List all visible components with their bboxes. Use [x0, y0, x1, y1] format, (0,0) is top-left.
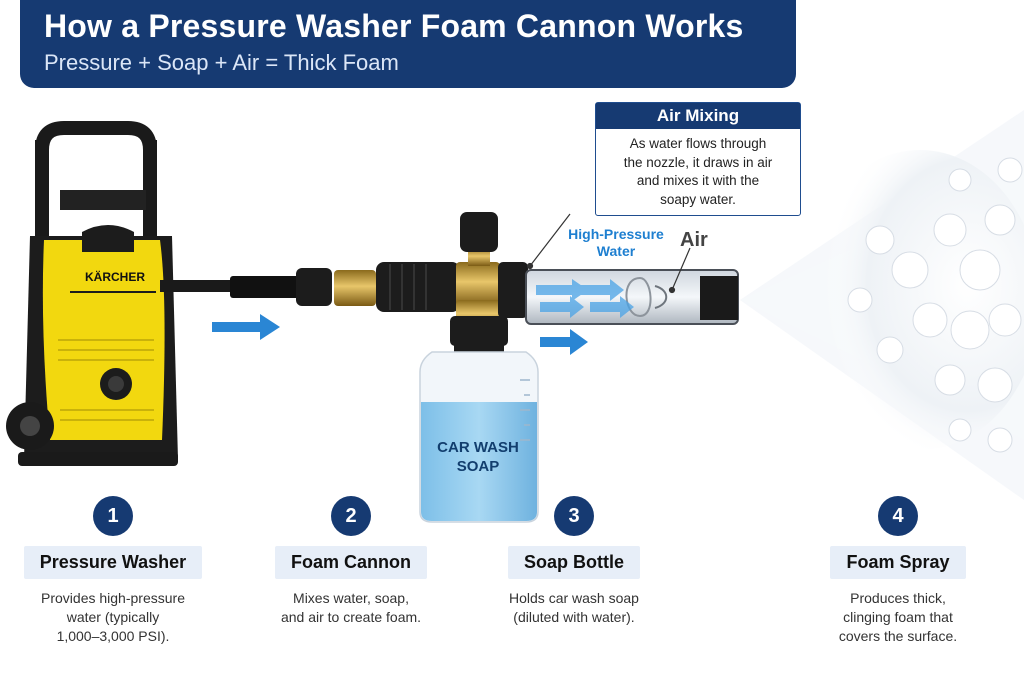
high-pressure-line: Water: [596, 243, 636, 259]
callout-line: soapy water.: [660, 191, 736, 207]
air-leader-dot: [668, 286, 676, 294]
flow-arrows: [212, 314, 588, 355]
step-description: Produces thick, clinging foam that cover…: [798, 589, 998, 646]
air-mixing-callout: Air Mixing As water flows through the no…: [595, 102, 801, 216]
callout-leader-line: [529, 213, 571, 267]
flow-arrow-2: [540, 329, 588, 355]
mixing-tube: [525, 269, 739, 325]
step-description: Holds car wash soap (diluted with water)…: [474, 589, 674, 627]
air-label: Air: [680, 229, 708, 251]
pressure-washer: [6, 121, 178, 466]
step-pressure-washer: 1 Pressure Washer Provides high-pressure…: [13, 496, 213, 646]
step-title: Pressure Washer: [23, 546, 203, 579]
step-title: Foam Spray: [830, 546, 966, 579]
bottle-label-line: CAR WASH: [437, 439, 519, 456]
page-title: How a Pressure Washer Foam Cannon Works: [44, 8, 744, 44]
step-desc-line: Mixes water, soap,: [293, 590, 409, 606]
step-desc-line: Produces thick,: [850, 590, 946, 606]
callout-line: As water flows through: [629, 136, 767, 151]
step-description: Mixes water, soap, and air to create foa…: [251, 589, 451, 627]
bottle-label-line: SOAP: [456, 458, 500, 475]
step-description: Provides high-pressure water (typically …: [13, 589, 213, 646]
brand-label: KÄRCHER: [85, 270, 145, 284]
high-pressure-line: High-Pressure: [568, 226, 664, 242]
step-number-badge: 2: [331, 496, 371, 536]
callout-body: As water flows through the nozzle, it dr…: [596, 129, 800, 209]
foam-spray: [740, 110, 1024, 500]
step-soap-bottle: 3 Soap Bottle Holds car wash soap (dilut…: [474, 496, 674, 627]
step-title: Soap Bottle: [507, 546, 640, 579]
step-number-badge: 1: [93, 496, 133, 536]
step-desc-line: covers the surface.: [838, 628, 958, 644]
air-leader-line: [671, 247, 691, 291]
callout-leader-dot: [526, 262, 534, 270]
foam-cannon: [376, 212, 528, 346]
step-foam-cannon: 2 Foam Cannon Mixes water, soap, and air…: [251, 496, 451, 627]
step-desc-line: Holds car wash soap: [509, 590, 639, 606]
step-desc-line: and air to create foam.: [280, 609, 422, 625]
step-number-badge: 4: [878, 496, 918, 536]
title-banner: How a Pressure Washer Foam Cannon Works …: [20, 0, 796, 88]
step-desc-line: clinging foam that: [843, 609, 953, 625]
step-number-badge: 3: [554, 496, 594, 536]
step-title: Foam Cannon: [275, 546, 427, 579]
high-pressure-water-label: High-Pressure Water: [556, 226, 676, 260]
step-desc-line: 1,000–3,000 PSI).: [56, 628, 170, 644]
step-desc-line: (diluted with water).: [513, 609, 635, 625]
step-foam-spray: 4 Foam Spray Produces thick, clinging fo…: [798, 496, 998, 646]
hose: [160, 268, 376, 306]
callout-line: the nozzle, it draws in air: [623, 154, 773, 170]
callout-line: and mixes it with the: [636, 173, 760, 188]
step-desc-line: Provides high-pressure: [41, 590, 185, 606]
bottle-label: CAR WASH SOAP: [428, 438, 528, 476]
callout-title: Air Mixing: [596, 103, 800, 129]
soap-bottle: [419, 338, 539, 523]
step-desc-line: water (typically: [66, 609, 160, 625]
flow-arrow-1: [212, 314, 280, 340]
page-subtitle: Pressure + Soap + Air = Thick Foam: [44, 50, 399, 75]
